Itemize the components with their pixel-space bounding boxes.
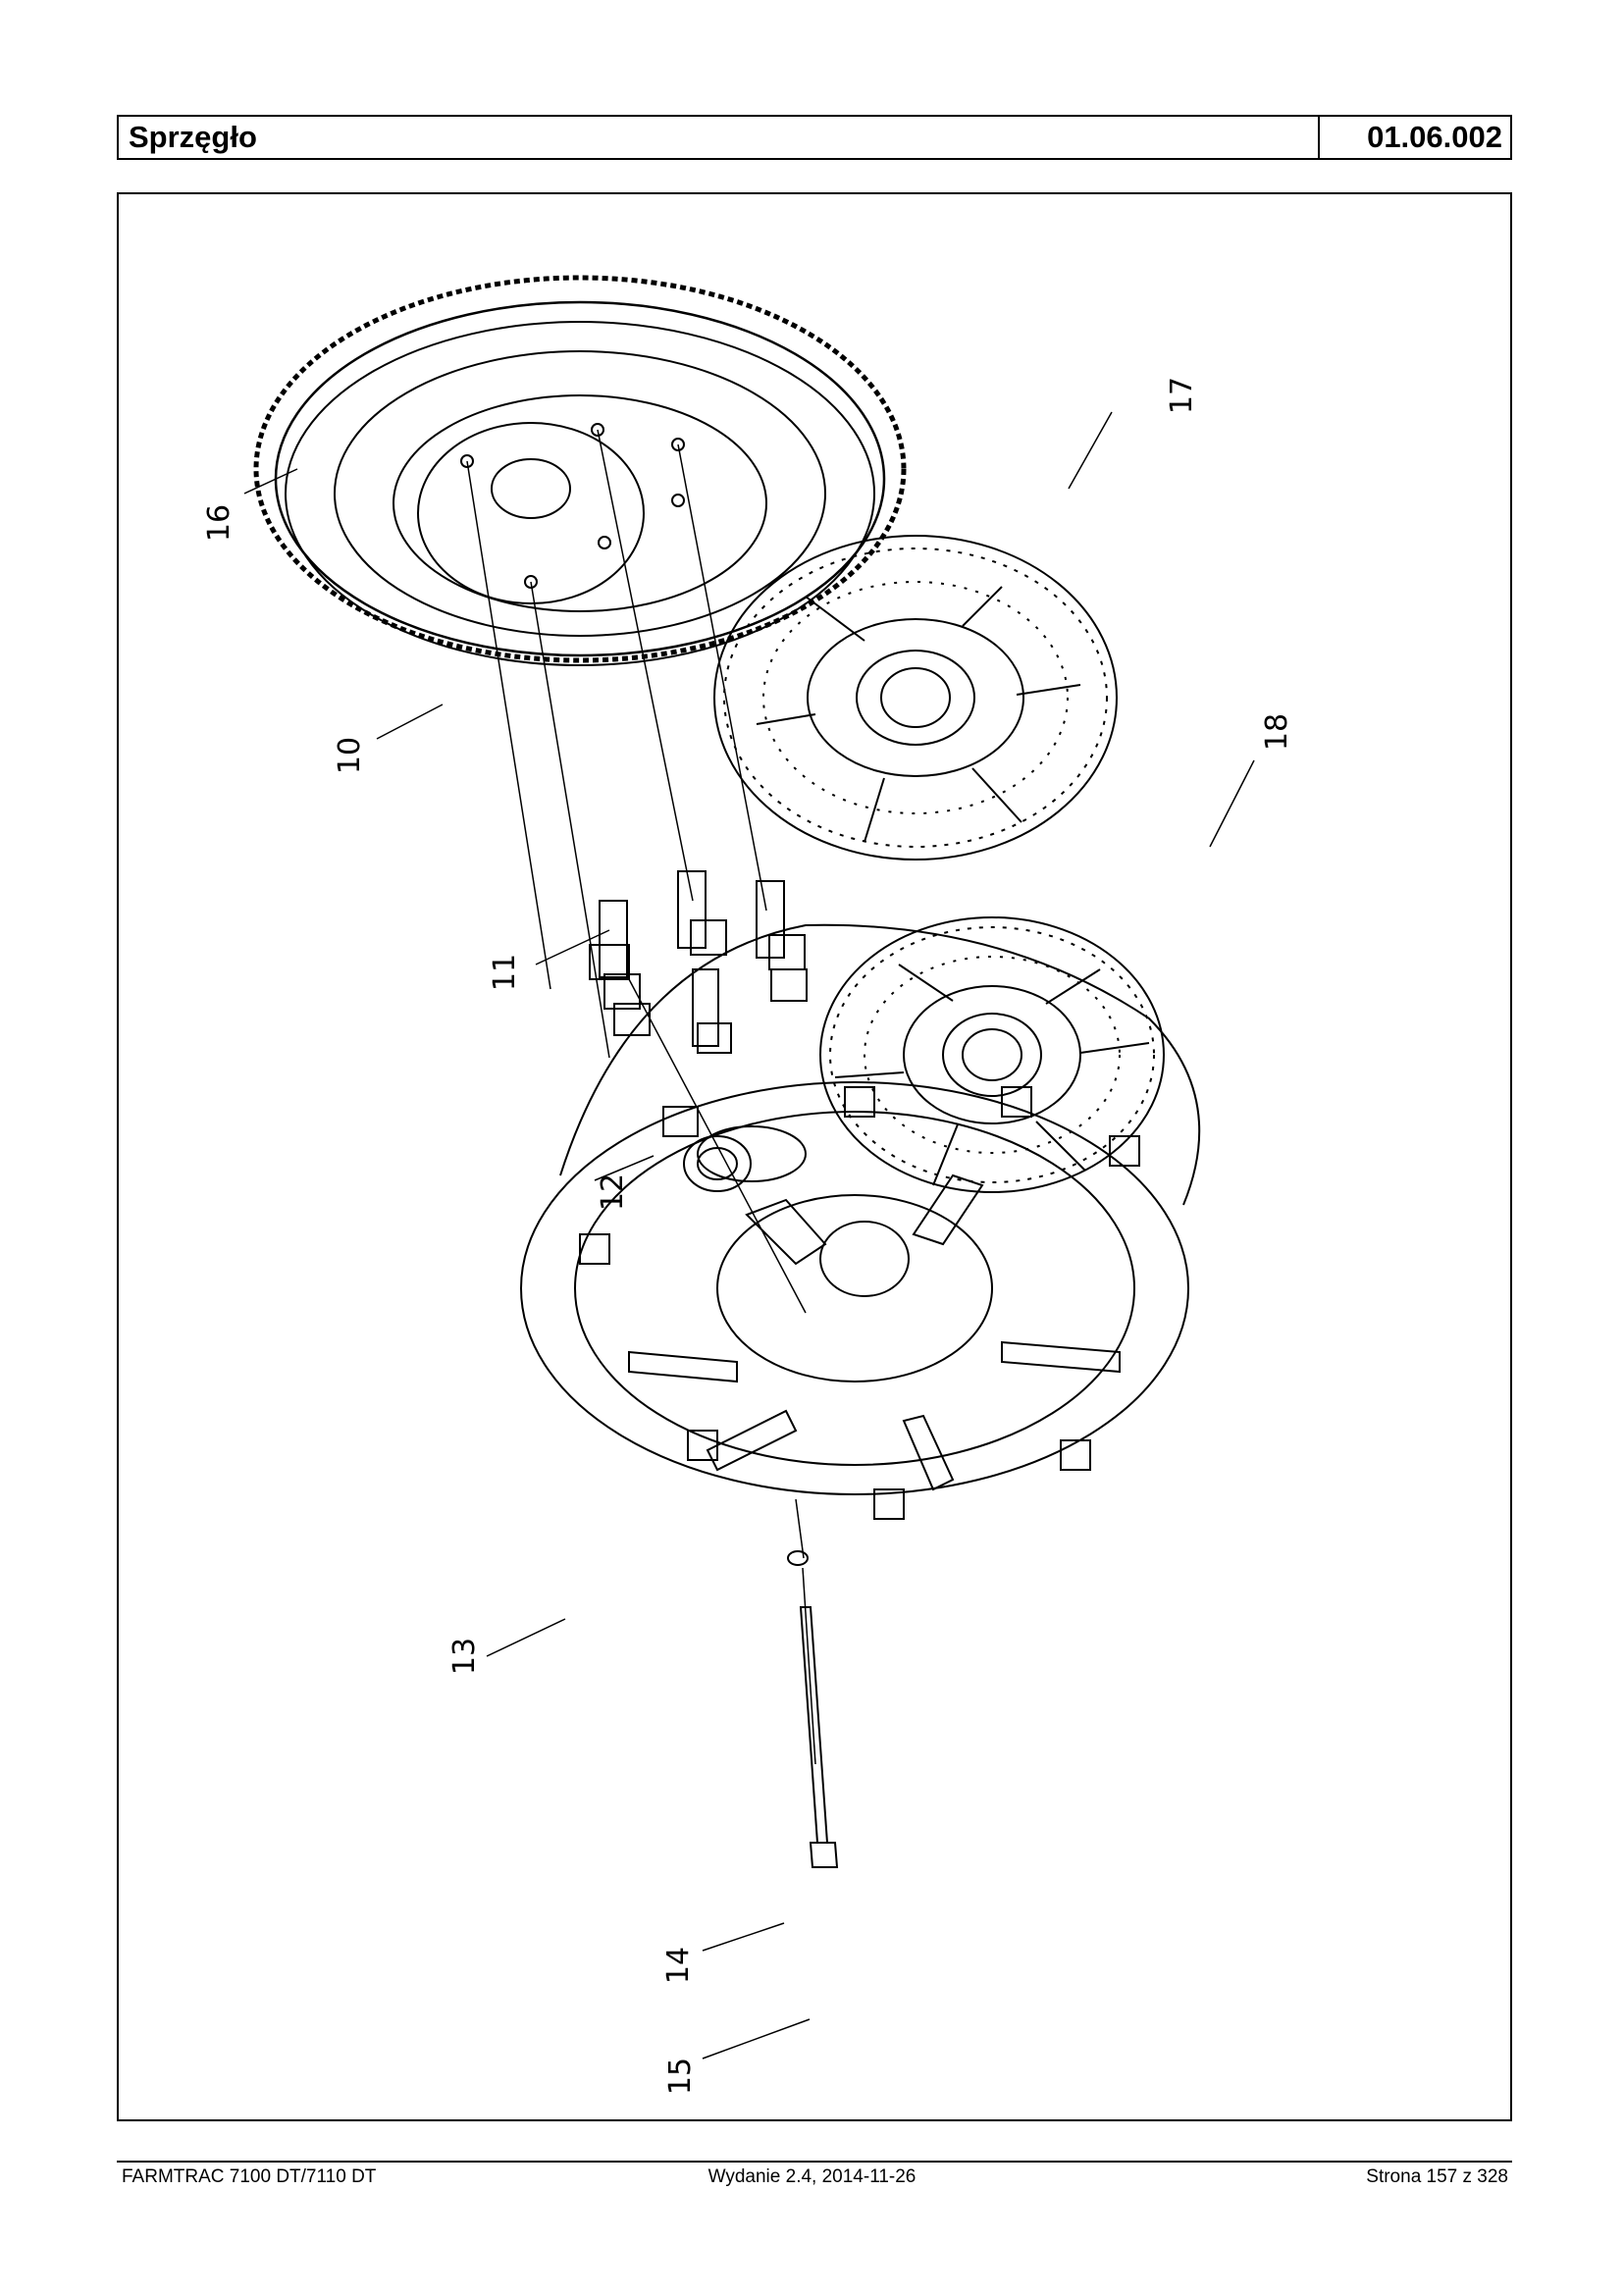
bolt-lines bbox=[466, 429, 807, 1314]
clutch-disc-18 bbox=[819, 916, 1165, 1193]
footer-model: FARMTRAC 7100 DT/7110 DT bbox=[122, 2166, 377, 2187]
clutch-exploded-diagram: 16 17 10 18 11 12 13 14 15 bbox=[202, 275, 1294, 2095]
page-title: Sprzęgło bbox=[119, 117, 1320, 158]
footer-rule bbox=[117, 2161, 1512, 2163]
footer-page-number: Strona 157 z 328 bbox=[1366, 2166, 1508, 2187]
pilot-bearing bbox=[683, 1125, 807, 1192]
callout-14: 14 bbox=[661, 1947, 696, 1984]
callout-11: 11 bbox=[488, 954, 522, 991]
bolts bbox=[589, 870, 808, 1054]
callout-leaders bbox=[243, 411, 1255, 2060]
callout-18: 18 bbox=[1260, 713, 1294, 751]
page-header: Sprzęgło 01.06.002 bbox=[117, 115, 1512, 160]
pressure-plate bbox=[520, 923, 1201, 1559]
callout-10: 10 bbox=[333, 737, 367, 774]
callout-12: 12 bbox=[596, 1174, 630, 1211]
flywheel bbox=[253, 275, 907, 666]
callout-16: 16 bbox=[202, 504, 236, 542]
washer-and-screw bbox=[787, 1550, 839, 1868]
footer-edition: Wydanie 2.4, 2014-11-26 bbox=[707, 2166, 917, 2187]
callout-15: 15 bbox=[663, 2058, 698, 2095]
clutch-disc-17 bbox=[713, 535, 1118, 861]
callout-17: 17 bbox=[1165, 377, 1199, 414]
section-code: 01.06.002 bbox=[1367, 120, 1502, 154]
exploded-diagram-frame: 16 17 10 18 11 12 13 14 15 bbox=[117, 192, 1512, 2121]
callout-13: 13 bbox=[447, 1638, 482, 1675]
